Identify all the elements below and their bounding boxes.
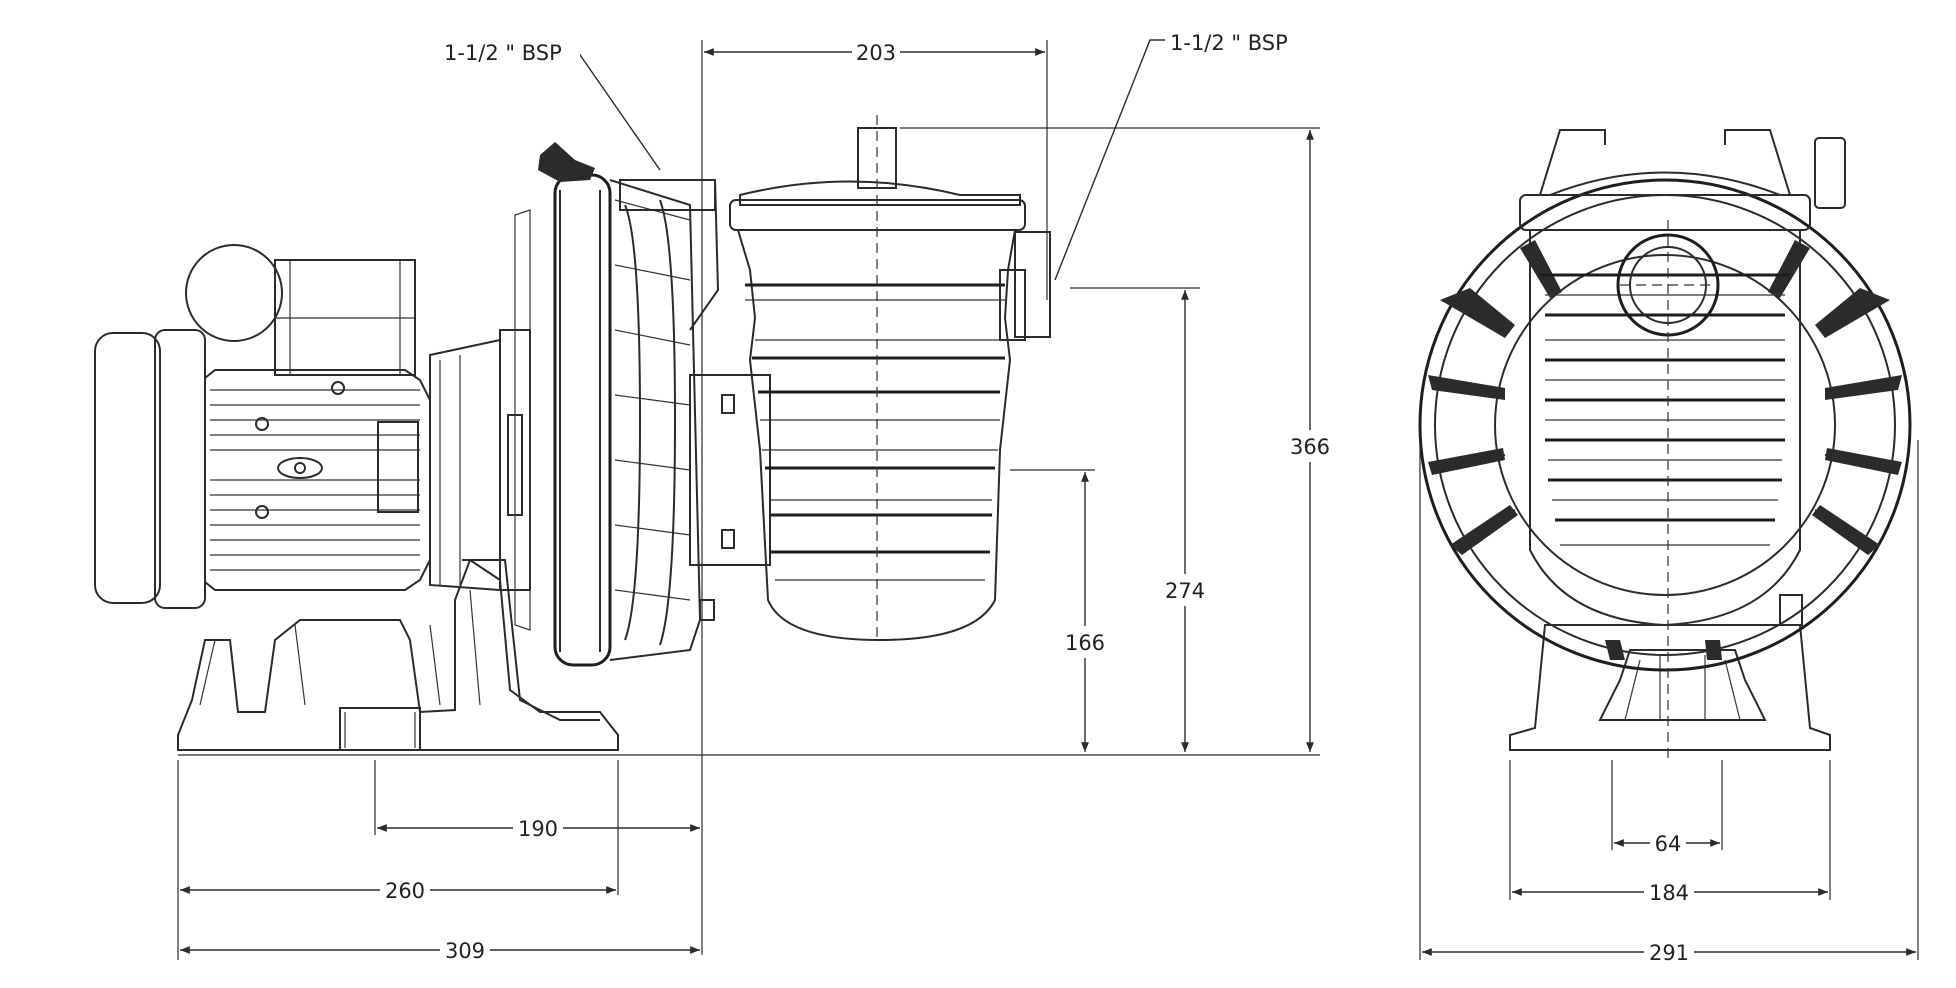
outlet-callout: 1-1/2 " BSP: [1170, 31, 1288, 55]
dimension-labels: 1-1/2 " BSP 1-1/2 " BSP 203 366 274 166 …: [380, 28, 1694, 966]
side-view: [94, 39, 1320, 960]
dim-base-length: 260: [385, 879, 425, 903]
dim-total-height: 366: [1290, 435, 1330, 459]
strainer-pot: [729, 115, 1051, 642]
front-strainer: [1519, 129, 1846, 760]
front-extension-lines: [1419, 440, 1919, 960]
callout-leaders: [577, 39, 1165, 281]
dim-foot-spacing: 64: [1655, 832, 1682, 856]
dim-inlet-height: 166: [1065, 631, 1105, 655]
dim-outlet-height: 274: [1165, 579, 1205, 603]
inlet-callout: 1-1/2 " BSP: [444, 41, 562, 65]
dim-overall-width: 291: [1649, 941, 1689, 965]
motor: [94, 244, 531, 609]
dim-foot-width: 184: [1649, 881, 1689, 905]
front-casing: [1418, 178, 1912, 672]
front-view: [1418, 129, 1919, 960]
side-extension-lines: [177, 40, 1320, 960]
dim-overall-length: 309: [445, 939, 485, 963]
dim-base-to-pot: 190: [518, 817, 558, 841]
pump-base: [177, 558, 619, 751]
dim-top-width: 203: [856, 41, 896, 65]
pump-casing: [514, 142, 771, 667]
side-dimension-lines: [180, 48, 1314, 954]
